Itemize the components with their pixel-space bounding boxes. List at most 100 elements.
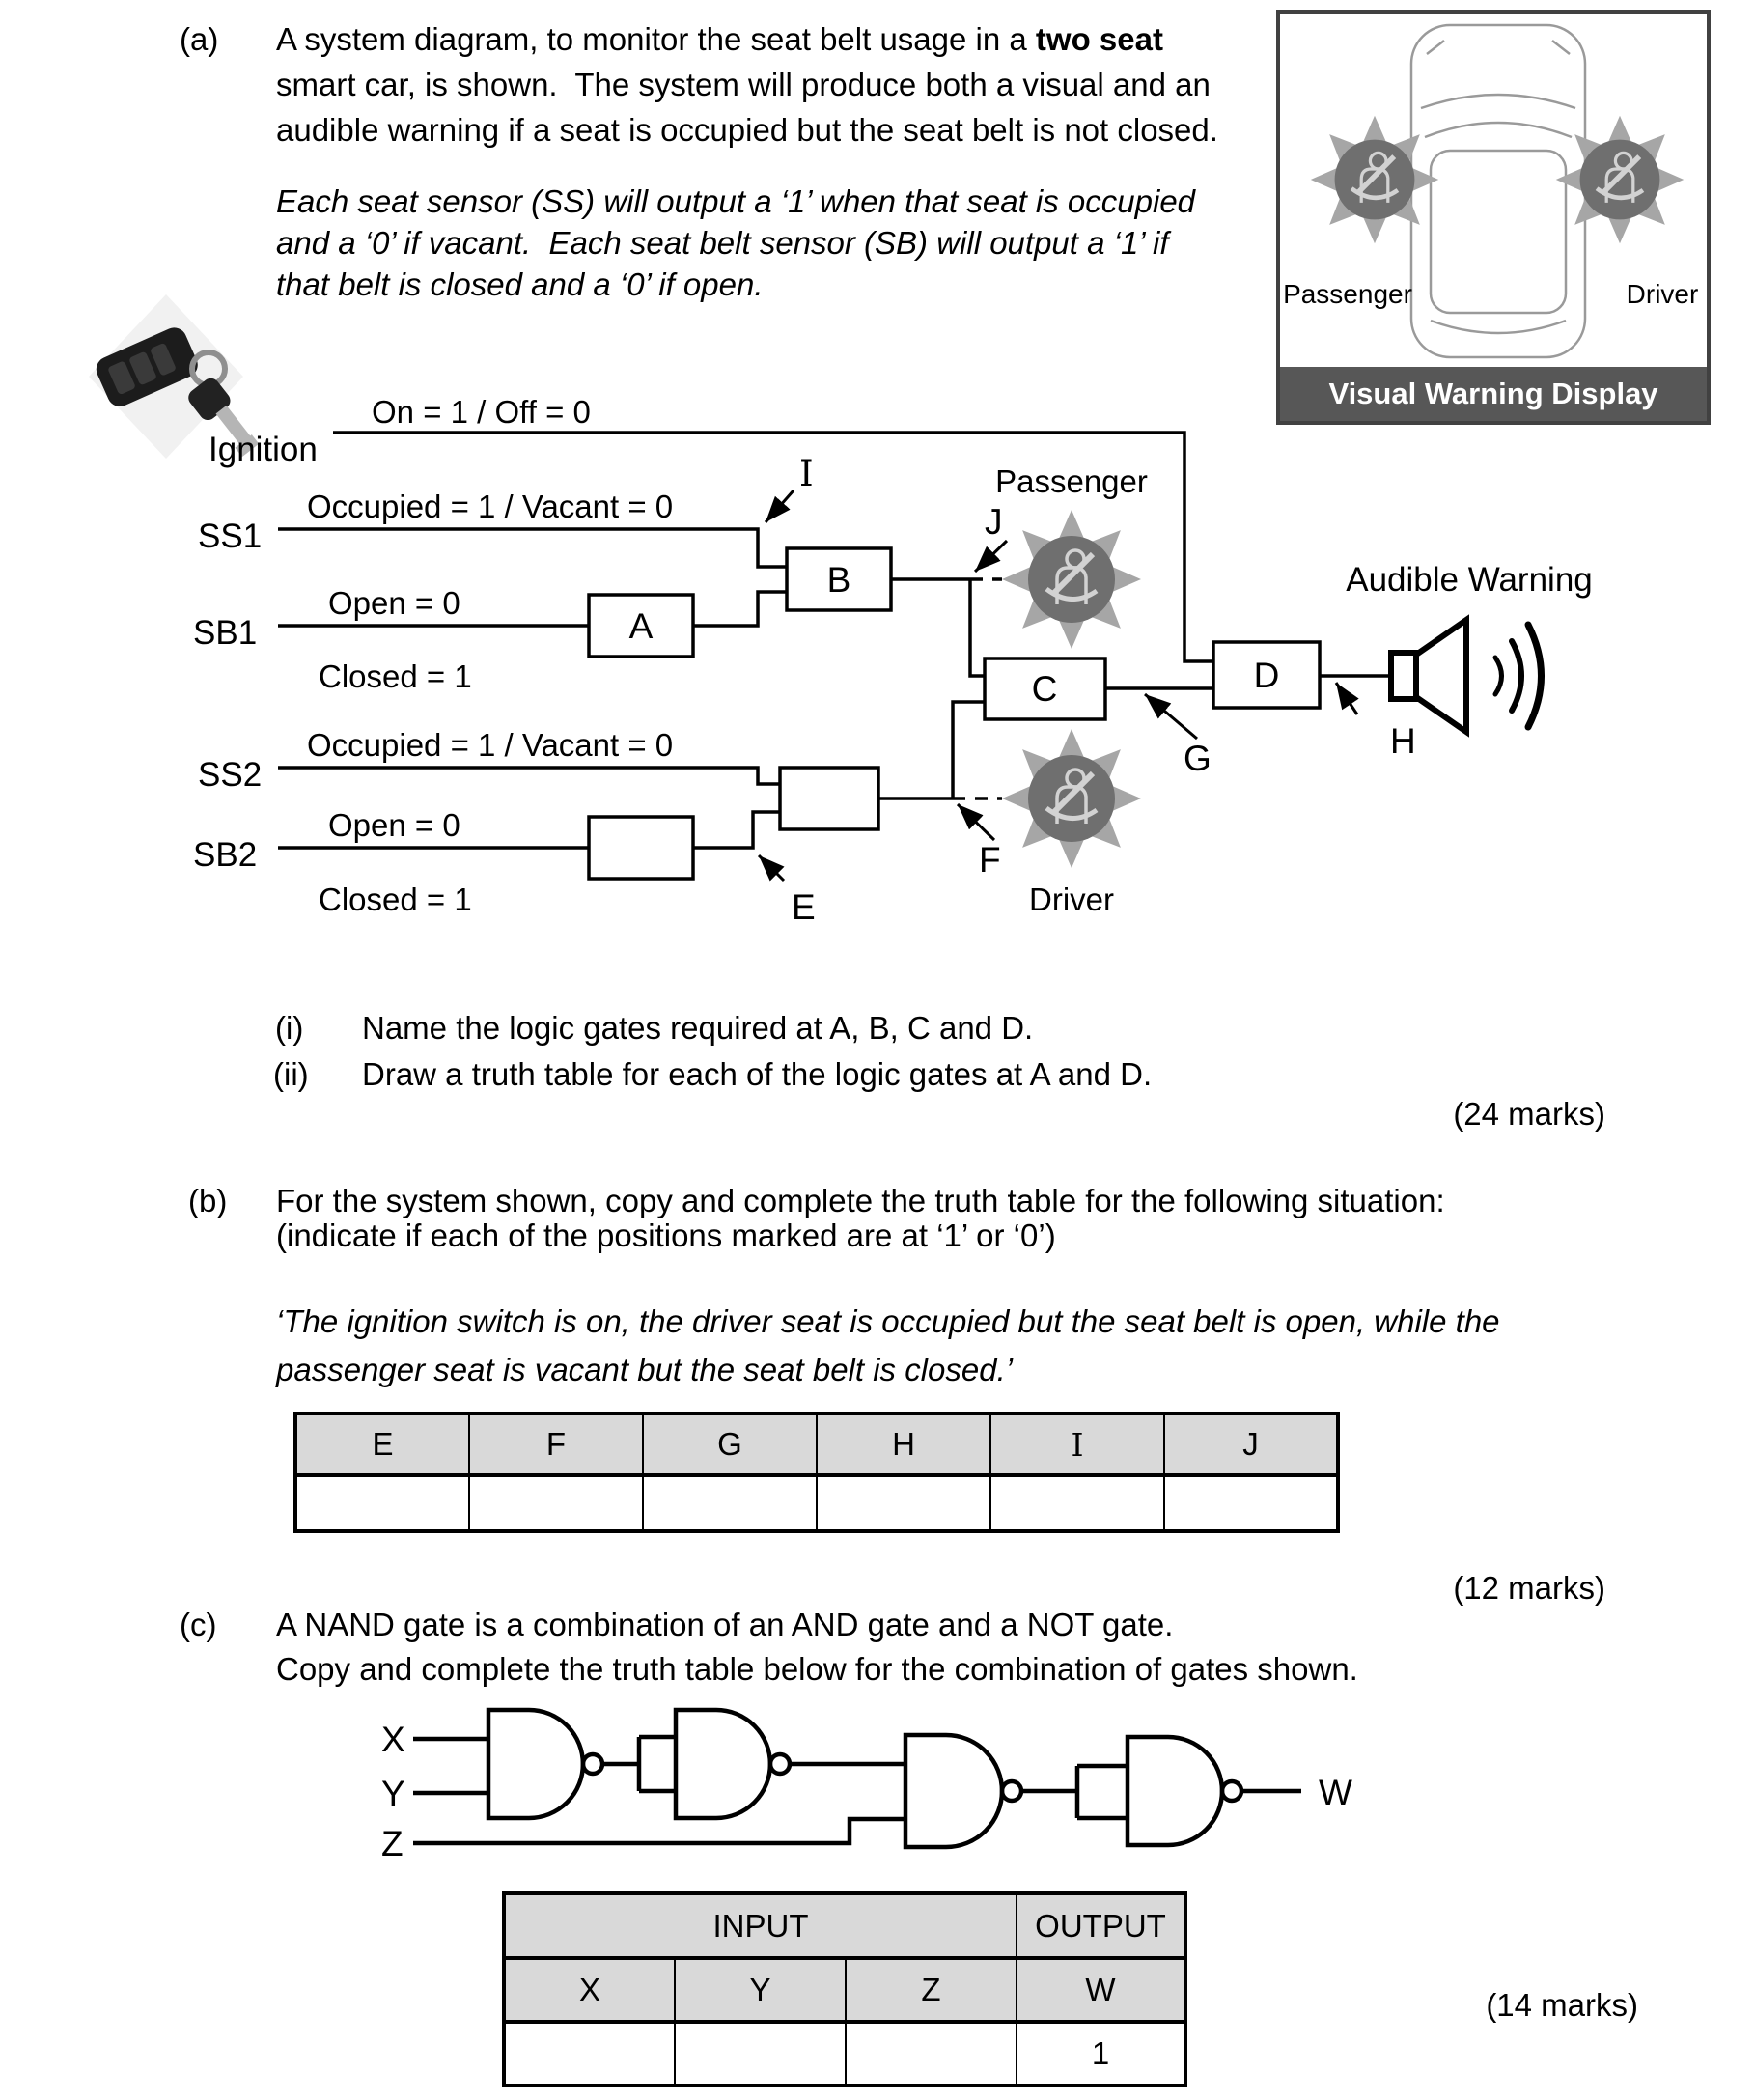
wire-ss1 [278,527,787,569]
table-c-output-header: OUTPUT [1016,1892,1186,1960]
wire-b-to-c [968,579,985,678]
part-a-paragraph: A system diagram, to monitor the seat be… [276,23,1218,159]
part-c-line2: Copy and complete the truth table below … [276,1651,1358,1687]
table-b-cell-f [468,1474,644,1532]
part-b-marks: (12 marks) [1453,1570,1605,1606]
table-c-header-w: W [1016,1957,1186,2024]
speaker-icon [1388,614,1545,738]
part-a-label: (a) [180,21,219,57]
ss2-label: SS2 [198,756,262,794]
nand-3-bubble [999,1778,1024,1804]
part-c-label: (c) [180,1607,217,1642]
wire-gate-a-out [693,590,787,628]
arrow-g [1144,692,1198,741]
nand-truth-table: INPUT OUTPUT X Y Z W 1 [502,1891,1187,2087]
nand-gate-1 [486,1707,586,1821]
sb1-label: SB1 [193,614,257,652]
table-b-cell-e [294,1474,470,1532]
nand-2-bubble [767,1751,793,1777]
arrow-j [973,539,1009,574]
part-a-line1-bold: two seat [1035,21,1163,57]
arrow-i [764,490,795,523]
part-a-line1: A system diagram, to monitor the seat be… [276,23,1218,69]
vwd-passenger-label: Passenger [1283,279,1412,309]
wire-ss2 [278,766,780,786]
driver-warning-icon [1002,729,1141,868]
part-a-marks: (24 marks) [1453,1096,1605,1132]
part-a-italic-line3: that belt is closed and a ‘0’ if open. [276,266,764,302]
part-c-marks: (14 marks) [1486,1987,1638,2023]
visual-warning-display-box: Passenger Driver Visual Warning Display [1276,10,1711,425]
part-b-italic-line1: ‘The ignition switch is on, the driver s… [276,1303,1500,1339]
car-top-view-image: Passenger Driver [1283,23,1699,359]
nand-gate-3 [903,1732,1005,1850]
diagram-passenger-label: Passenger [995,463,1148,499]
visual-warning-display-banner: Visual Warning Display [1280,367,1707,421]
wire-z-input [413,1816,905,1846]
wire-f-to-c [951,700,985,798]
part-c-line1: A NAND gate is a combination of an AND g… [276,1607,1174,1642]
nand-gate-2 [673,1707,773,1821]
gate-a-box [587,593,695,658]
nand-1-bubble [580,1751,605,1777]
sb2-label: SB2 [193,836,257,874]
q2-label: (ii) [273,1056,309,1092]
q1-text: Name the logic gates required at A, B, C… [362,1010,1034,1046]
gate-d-box [1212,640,1322,710]
output-w-label: W [1319,1773,1352,1812]
wire-1-to-2 [602,1734,676,1794]
ss1-line-label: Occupied = 1 / Vacant = 0 [307,489,673,524]
table-b-header-g: G [642,1413,818,1477]
part-a-italic-paragraph: Each seat sensor (SS) will output a ‘1’ … [276,185,1195,310]
ignition-label: Ignition [209,431,318,468]
ss1-label: SS1 [198,518,262,555]
nand-gate-4 [1125,1734,1225,1848]
arrow-f [956,802,996,842]
part-a-line1-text: A system diagram, to monitor the seat be… [276,21,1036,57]
system-diagram: A B C D Ignition On = 1 / Off = 0 SS1 Oc… [89,294,1593,927]
table-b-header-e: E [294,1413,470,1477]
table-b-header-f: F [468,1413,644,1477]
diagram-driver-label: Driver [1029,882,1114,917]
gate-unlabeled-row2-box [778,766,880,831]
sb2-open-label: Open = 0 [328,807,460,843]
table-c-cell-x [503,2021,676,2086]
input-x-label: X [381,1720,405,1759]
wire-xy-inputs [413,1736,488,1796]
table-c-header-z: Z [845,1957,1017,2024]
part-a-italic-line2: and a ‘0’ if vacant. Each seat belt sens… [276,225,1169,261]
nand-4-bubble [1219,1778,1244,1804]
table-c-cell-z [845,2021,1017,2086]
gate-c-box [983,657,1107,721]
ss2-line-label: Occupied = 1 / Vacant = 0 [307,727,673,763]
sb1-closed-label: Closed = 1 [319,658,472,694]
table-c-cell-w: 1 [1016,2021,1186,2086]
point-e-label: E [792,887,816,927]
part-a-italic-line1: Each seat sensor (SS) will output a ‘1’ … [276,183,1196,219]
table-b-cell-j [1163,1474,1339,1532]
table-b-cell-h [816,1474,991,1532]
vwd-driver-label: Driver [1627,279,1699,309]
point-j-label: J [985,502,1003,542]
ignition-line-label: On = 1 / Off = 0 [372,394,591,430]
arrow-e [757,854,786,882]
driver-warning-light-icon [1556,116,1684,243]
input-y-label: Y [381,1774,405,1813]
wire-3-to-4 [1021,1763,1128,1821]
point-f-label: F [979,840,1001,880]
point-i-label: I [799,453,814,494]
gate-a-label: A [629,606,654,646]
part-b-italic-line2: passenger seat is vacant but the seat be… [276,1352,1014,1387]
sb1-open-label: Open = 0 [328,585,460,621]
table-b-header-j: J [1163,1413,1339,1477]
q2-text: Draw a truth table for each of the logic… [362,1056,1153,1092]
gate-c-label: C [1032,669,1058,709]
part-b-label: (b) [188,1183,228,1218]
positions-truth-table: E F G H I J [293,1412,1340,1533]
table-b-header-i: I [989,1413,1165,1477]
passenger-warning-light-icon [1311,116,1438,243]
table-c-header-x: X [503,1957,676,2024]
part-a-line2: smart car, is shown. The system will pro… [276,67,1211,102]
table-b-cell-i [989,1474,1165,1532]
